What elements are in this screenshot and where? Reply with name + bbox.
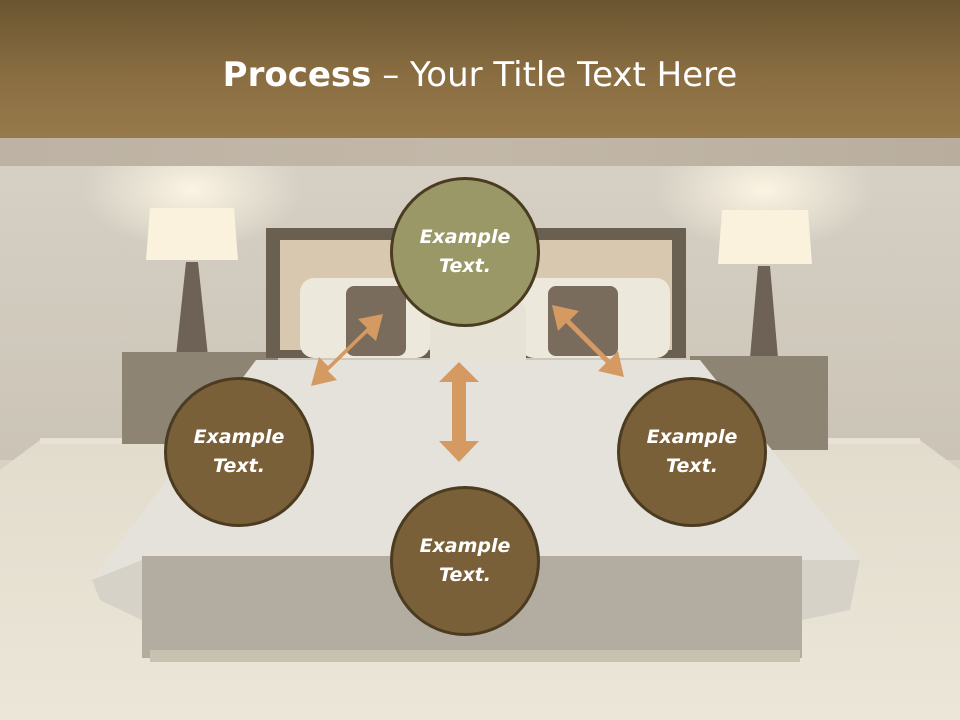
node-left-line2: Text. <box>213 455 265 477</box>
process-node-left-text: Example Text. <box>194 423 285 481</box>
node-bottom-line1: Example <box>419 535 511 557</box>
slide-title: Process – Your Title Text Here <box>0 50 960 100</box>
process-node-right: Example Text. <box>617 377 767 527</box>
node-top-line1: Example <box>419 226 511 248</box>
node-left-line1: Example <box>193 426 285 448</box>
process-node-top: Example Text. <box>390 177 540 327</box>
process-node-bottom-text: Example Text. <box>420 532 511 590</box>
process-node-left: Example Text. <box>164 377 314 527</box>
process-node-bottom: Example Text. <box>390 486 540 636</box>
title-band-strip <box>0 138 960 166</box>
process-node-right-text: Example Text. <box>647 423 738 481</box>
title-band <box>0 0 960 138</box>
title-rest-part: Your Title Text Here <box>410 55 738 95</box>
title-separator: – <box>371 55 411 95</box>
title-bold-part: Process <box>222 55 372 95</box>
node-right-line1: Example <box>646 426 738 448</box>
node-top-line2: Text. <box>439 255 491 277</box>
process-node-top-text: Example Text. <box>420 223 511 281</box>
node-bottom-line2: Text. <box>439 564 491 586</box>
node-right-line2: Text. <box>666 455 718 477</box>
